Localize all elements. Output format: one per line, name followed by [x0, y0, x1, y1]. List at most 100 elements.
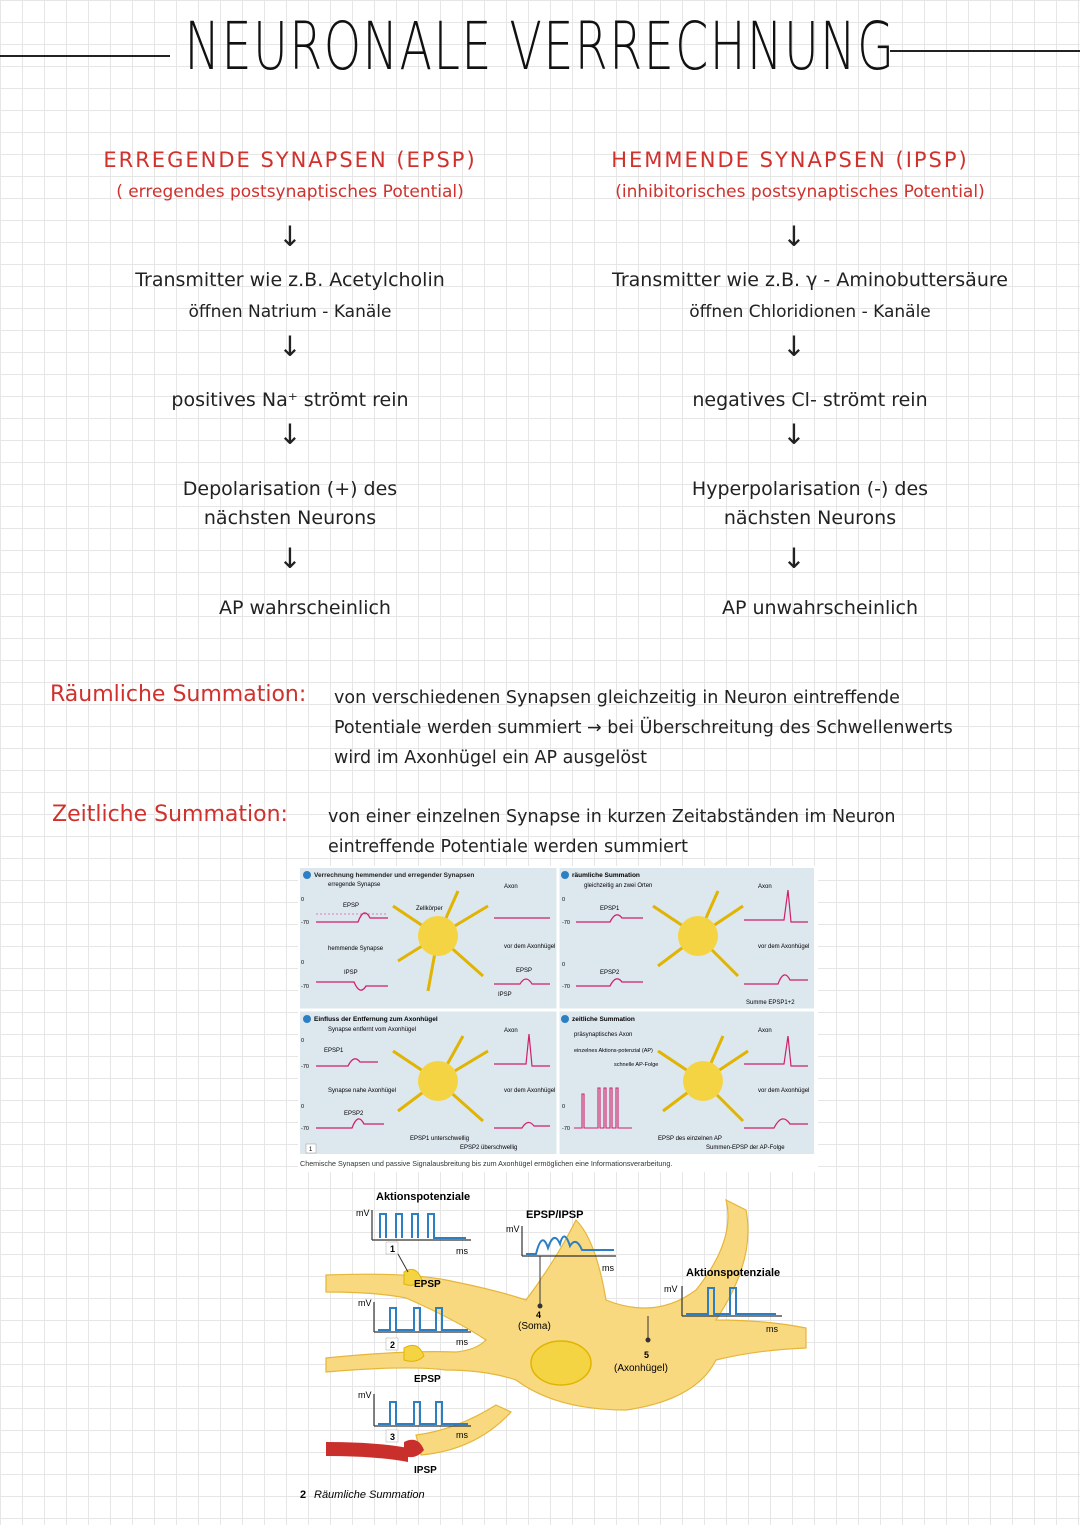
svg-text:0: 0 — [301, 1104, 304, 1110]
figure-2-number: 2 — [300, 1489, 306, 1501]
svg-text:Synapse entfernt vom Axonhügel: Synapse entfernt vom Axonhügel — [328, 1027, 416, 1033]
inhibitory-step-result: AP unwahrscheinlich — [721, 597, 919, 619]
svg-text:mV: mV — [506, 1224, 520, 1234]
svg-text:vor dem Axonhügel: vor dem Axonhügel — [504, 1088, 555, 1094]
svg-text:EPSP: EPSP — [414, 1374, 441, 1385]
excitatory-step-transmitter: Transmitter wie z.B. Acetylcholin — [135, 269, 445, 291]
temporal-summation-label: Zeitliche Summation: — [52, 802, 288, 827]
svg-text:ms: ms — [456, 1246, 468, 1256]
svg-text:Axon: Axon — [504, 884, 518, 890]
svg-text:vor dem Axonhügel: vor dem Axonhügel — [758, 944, 809, 950]
figure-number: 1 — [309, 1147, 313, 1153]
svg-text:EPSP1: EPSP1 — [324, 1048, 344, 1054]
svg-text:0: 0 — [301, 897, 304, 903]
svg-text:5: 5 — [644, 1350, 649, 1360]
svg-text:ms: ms — [456, 1337, 468, 1347]
svg-text:IPSP: IPSP — [414, 1465, 437, 1476]
down-arrow-icon: ↓ — [278, 542, 302, 575]
svg-text:vor dem Axonhügel: vor dem Axonhügel — [758, 1088, 809, 1094]
excitatory-step-channels: öffnen Natrium - Kanäle — [188, 302, 392, 322]
svg-text:0: 0 — [301, 1038, 304, 1044]
svg-text:mV: mV — [358, 1390, 372, 1400]
svg-text:ms: ms — [456, 1430, 468, 1440]
svg-text:(Axonhügel): (Axonhügel) — [614, 1363, 668, 1374]
spatial-summation-label: Räumliche Summation: — [50, 682, 307, 707]
svg-text:-70: -70 — [301, 920, 309, 926]
svg-text:EPSP1: EPSP1 — [600, 906, 620, 912]
down-arrow-icon: ↓ — [278, 418, 302, 451]
svg-text:-70: -70 — [301, 1126, 309, 1132]
excitatory-subheading: ( erregendes postsynaptisches Potential) — [116, 182, 464, 202]
excitatory-heading: ERREGENDE SYNAPSEN (EPSP) — [103, 148, 477, 172]
svg-text:vor dem Axonhügel: vor dem Axonhügel — [504, 944, 555, 950]
spatial-summation-line-1: von verschiedenen Synapsen gleichzeitig … — [334, 688, 900, 708]
svg-text:gleichzeitig an zwei Orten: gleichzeitig an zwei Orten — [584, 883, 652, 889]
excitatory-step-influx: positives Na⁺ strömt rein — [171, 389, 409, 411]
excitatory-step-result: AP wahrscheinlich — [219, 597, 391, 619]
svg-text:einzelnes Aktions-potenzial (A: einzelnes Aktions-potenzial (AP) — [574, 1048, 653, 1054]
page-title: NEURONALE VERRECHNUNG — [184, 8, 896, 85]
svg-text:EPSP: EPSP — [516, 968, 532, 974]
inhibitory-heading: HEMMENDE SYNAPSEN (IPSP) — [611, 148, 969, 172]
down-arrow-icon: ↓ — [782, 220, 806, 253]
svg-text:EPSP2: EPSP2 — [344, 1111, 364, 1117]
svg-text:schnelle AP-Folge: schnelle AP-Folge — [614, 1062, 658, 1068]
excitatory-step-depolarisation: Depolarisation (+) des — [182, 478, 398, 500]
svg-text:EPSP2: EPSP2 — [600, 970, 620, 976]
excitatory-step-neuron: nächsten Neurons — [203, 507, 377, 529]
svg-text:Axon: Axon — [758, 1028, 772, 1034]
svg-text:3: 3 — [390, 1432, 395, 1442]
svg-text:hemmende Synapse: hemmende Synapse — [328, 946, 384, 952]
svg-text:2: 2 — [390, 1340, 395, 1350]
svg-text:mV: mV — [356, 1208, 370, 1218]
inhibitory-step-hyperpolarisation: Hyperpolarisation (-) des — [691, 478, 929, 500]
svg-text:-70: -70 — [562, 1126, 570, 1132]
svg-text:-70: -70 — [562, 984, 570, 990]
svg-text:Axon: Axon — [504, 1028, 518, 1034]
svg-text:EPSP1 unterschwellig: EPSP1 unterschwellig — [410, 1136, 469, 1142]
figure-2-caption: Räumliche Summation — [314, 1489, 425, 1501]
inhibitory-step-neuron: nächsten Neurons — [723, 507, 897, 529]
svg-text:Aktionspotenziale: Aktionspotenziale — [376, 1191, 470, 1203]
svg-text:ms: ms — [602, 1263, 614, 1273]
title-rule-right — [890, 50, 1080, 52]
panel-b: Einfluss der Entfernung zum Axonhügel Sy… — [301, 1015, 555, 1151]
inhibitory-subheading: (inhibitorisches postsynaptisches Potent… — [615, 182, 985, 202]
svg-text:0: 0 — [562, 897, 565, 903]
svg-text:(Soma): (Soma) — [518, 1321, 551, 1332]
down-arrow-icon: ↓ — [782, 542, 806, 575]
svg-text:Summe EPSP1+2: Summe EPSP1+2 — [746, 1000, 795, 1006]
svg-text:EPSP des einzelnen AP: EPSP des einzelnen AP — [658, 1136, 722, 1142]
svg-text:EPSP/IPSP: EPSP/IPSP — [526, 1209, 583, 1221]
svg-text:EPSP: EPSP — [343, 903, 359, 909]
svg-text:Aktionspotenziale: Aktionspotenziale — [686, 1267, 780, 1279]
svg-text:mV: mV — [664, 1284, 678, 1294]
svg-text:-70: -70 — [301, 984, 309, 990]
down-arrow-icon: ↓ — [278, 220, 302, 253]
down-arrow-icon: ↓ — [782, 418, 806, 451]
temporal-summation-line-2: eintreffende Potentiale werden summiert — [328, 837, 688, 857]
inhibitory-step-channels: öffnen Chloridionen - Kanäle — [689, 302, 931, 322]
svg-text:1: 1 — [390, 1244, 395, 1254]
svg-text:IPSP: IPSP — [498, 992, 512, 998]
temporal-summation-line-1: von einer einzelnen Synapse in kurzen Ze… — [328, 807, 896, 827]
panel-d-title: zeitliche Summation — [572, 1016, 635, 1023]
svg-text:erregende Synapse: erregende Synapse — [328, 882, 381, 888]
panel-d: zeitliche Summation präsynaptisches Axon… — [561, 1015, 809, 1151]
panel-c-title: räumliche Summation — [572, 872, 640, 879]
svg-text:-70: -70 — [301, 1064, 309, 1070]
svg-text:IPSP: IPSP — [344, 970, 358, 976]
panel-b-title: Einfluss der Entfernung zum Axonhügel — [314, 1016, 438, 1023]
spatial-summation-line-2: Potentiale werden summiert → bei Übersch… — [334, 718, 953, 738]
svg-text:Axon: Axon — [758, 884, 772, 890]
svg-text:präsynaptisches Axon: präsynaptisches Axon — [574, 1032, 632, 1038]
svg-text:EPSP2 überschwellig: EPSP2 überschwellig — [460, 1145, 517, 1151]
svg-text:EPSP: EPSP — [414, 1279, 441, 1290]
panel-a-title: Verrechnung hemmender und erregender Syn… — [314, 872, 474, 879]
panel-c: räumliche Summation gleichzeitig an zwei… — [561, 871, 809, 1006]
svg-text:0: 0 — [562, 962, 565, 968]
spatial-summation-line-3: wird im Axonhügel ein AP ausgelöst — [334, 748, 648, 768]
svg-text:-70: -70 — [562, 920, 570, 926]
svg-text:4: 4 — [536, 1310, 541, 1320]
svg-text:0: 0 — [562, 1104, 565, 1110]
